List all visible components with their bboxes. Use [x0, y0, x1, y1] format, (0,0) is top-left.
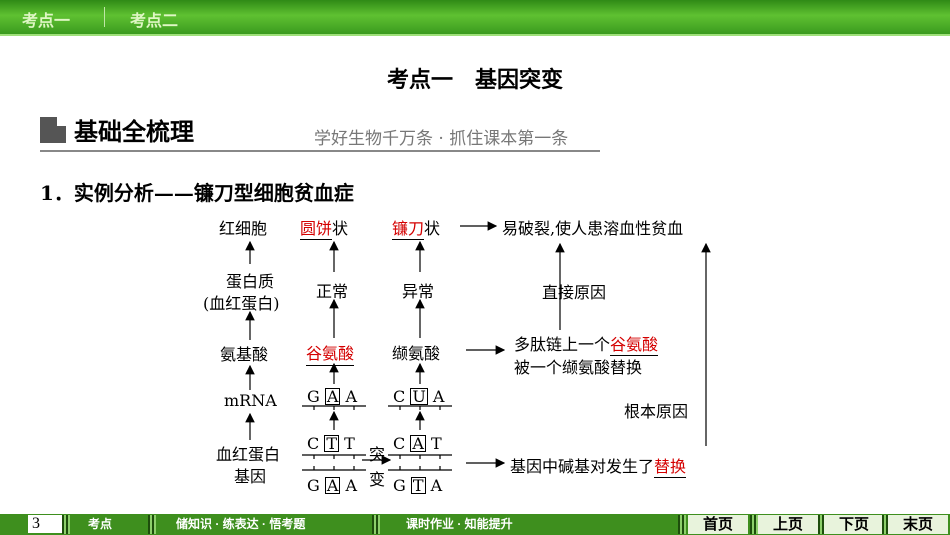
first-page-button[interactable]: 首页 [688, 515, 748, 534]
footer-bar: 3 考点 储知识 · 练表达 · 悟考题 课时作业 · 知能提升 首页 上页 下… [0, 514, 950, 535]
base: C [307, 434, 320, 453]
tab-divider [104, 7, 105, 27]
footer-divider [882, 515, 890, 534]
base: G [307, 387, 320, 406]
prev-page-button[interactable]: 上页 [758, 515, 818, 534]
base: A [345, 387, 358, 406]
top-nav-bar: 考点一 考点二 [0, 0, 950, 36]
protein-label: 蛋白质 [226, 272, 275, 291]
last-page-button[interactable]: 末页 [888, 515, 948, 534]
normal-shape-answer: 圆饼 [300, 219, 333, 240]
mutation-label-2: 变 [369, 470, 386, 489]
tab-kaodian-1[interactable]: 考点一 [22, 13, 71, 30]
amino-change-line-2: 被一个缬氨酸替换 [514, 358, 643, 377]
footer-divider [148, 515, 156, 534]
hemoglobin-gene-label-2: 基因 [234, 467, 267, 486]
abnormal-shape: 镰刀状 [392, 215, 441, 240]
abnormal-dna-top: C A T [393, 434, 442, 453]
base: G [307, 476, 320, 495]
abnormal-mrna: C U A [393, 387, 444, 406]
amino-change-text: 多肽链上一个 [514, 335, 611, 354]
footer-divider [818, 515, 826, 534]
direct-cause-label: 直接原因 [542, 283, 607, 302]
base-box: A [324, 476, 341, 495]
footer-link-homework[interactable]: 课时作业 · 知能提升 [406, 517, 513, 531]
base: C [393, 387, 406, 406]
abnormal-dna-bottom: G T A [393, 476, 442, 495]
section-marker-icon [40, 117, 66, 143]
section-underline [40, 150, 600, 152]
footer-divider [750, 515, 758, 534]
base: T [431, 434, 442, 453]
mrna-label: mRNA [224, 391, 277, 410]
page-title: 考点一 基因突变 [386, 67, 563, 93]
base-box: U [410, 387, 428, 406]
abnormal-shape-answer: 镰刀 [392, 219, 425, 240]
base: C [393, 434, 406, 453]
base-box: T [410, 476, 426, 495]
gene-change-text: 基因中碱基对发生了 [510, 457, 655, 476]
base-box: A [324, 387, 341, 406]
base-box: T [324, 434, 340, 453]
page-number: 3 [28, 515, 62, 533]
gene-change-line: 基因中碱基对发生了替换 [510, 453, 687, 478]
footer-link-kaodian[interactable]: 考点 [88, 517, 113, 531]
tab-kaodian-2[interactable]: 考点二 [130, 13, 179, 30]
base: A [430, 476, 443, 495]
abnormal-shape-suffix: 状 [424, 219, 441, 238]
normal-dna-top: C T T [307, 434, 355, 453]
base: A [345, 476, 358, 495]
base: A [432, 387, 445, 406]
footer-divider [372, 515, 380, 534]
base-box: A [410, 434, 426, 453]
abnormal-amino-acid: 缬氨酸 [392, 344, 441, 363]
base: G [393, 476, 406, 495]
footer-divider [678, 515, 686, 534]
mutation-label-1: 突 [369, 445, 386, 464]
amino-acid-label: 氨基酸 [220, 345, 269, 364]
amino-change-answer: 谷氨酸 [610, 335, 659, 356]
amino-change-line-1: 多肽链上一个谷氨酸 [514, 331, 659, 356]
normal-shape-suffix: 状 [332, 219, 349, 238]
root-cause-label: 根本原因 [624, 402, 689, 421]
normal-amino-acid: 谷氨酸 [306, 340, 355, 366]
normal-mrna: G A A [307, 387, 357, 406]
red-blood-cell-label: 红细胞 [219, 219, 268, 238]
hemoglobin-label: (血红蛋白) [203, 294, 280, 313]
result-text: 易破裂,使人患溶血性贫血 [502, 219, 684, 238]
normal-dna-bottom: G A A [307, 476, 357, 495]
abnormal-protein: 异常 [402, 282, 435, 301]
footer-link-knowledge[interactable]: 储知识 · 练表达 · 悟考题 [176, 517, 306, 531]
normal-protein: 正常 [316, 282, 349, 301]
footer-divider [62, 515, 70, 534]
normal-shape: 圆饼状 [300, 215, 349, 240]
section-title: 基础全梳理 [74, 117, 194, 146]
next-page-button[interactable]: 下页 [824, 515, 884, 534]
gene-change-answer: 替换 [654, 457, 687, 478]
example-heading: 1．实例分析——镰刀型细胞贫血症 [40, 181, 354, 205]
hemoglobin-gene-label-1: 血红蛋白 [216, 445, 281, 464]
base: T [344, 434, 355, 453]
section-motto: 学好生物千万条 · 抓住课本第一条 [314, 129, 569, 149]
